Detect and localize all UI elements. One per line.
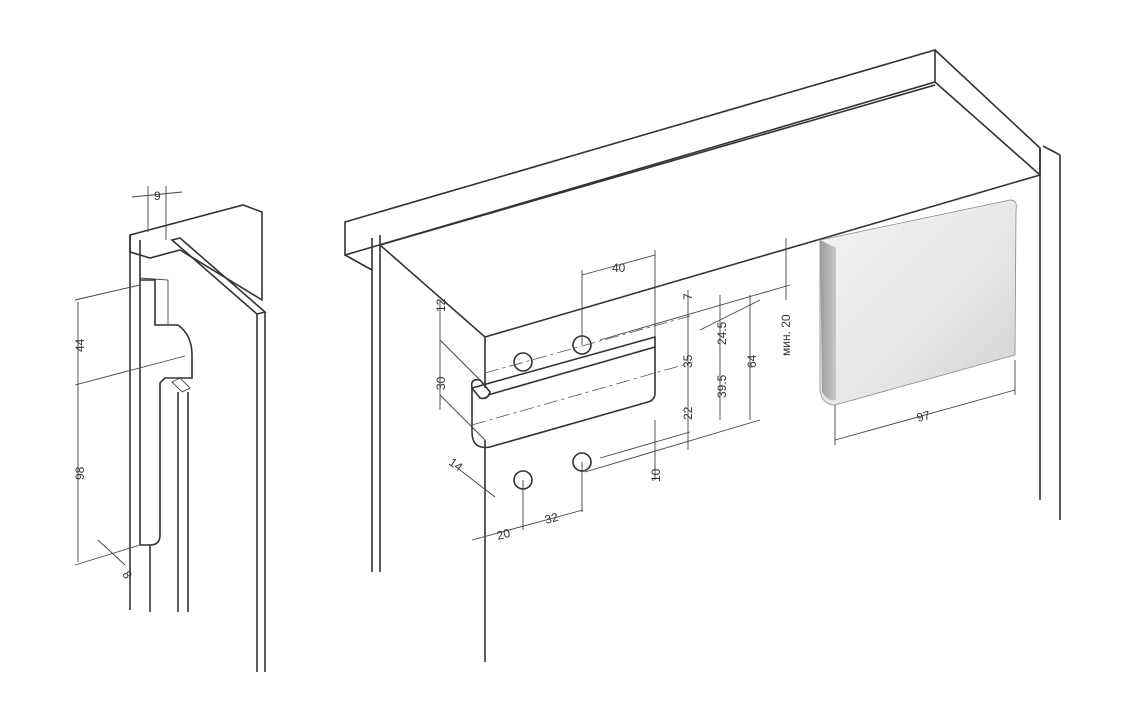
dim-35: 35: [681, 354, 695, 368]
side-section-view: [74, 186, 267, 672]
dim-9: 9: [154, 189, 161, 203]
dim-39-5: 39.5: [715, 374, 729, 398]
dim-24-5: 24.5: [715, 321, 729, 345]
dim-32: 32: [543, 510, 560, 527]
dim-40: 40: [612, 261, 626, 275]
dim-10: 10: [649, 468, 663, 482]
dim-30: 30: [434, 376, 448, 390]
dim-44: 44: [73, 338, 87, 352]
dim-20: 20: [495, 526, 512, 543]
dim-64: 64: [745, 354, 759, 368]
dim-12: 12: [434, 298, 448, 312]
dim-97: 97: [915, 408, 932, 425]
dim-7: 7: [681, 293, 695, 300]
cabinet-isometric-view: [344, 48, 1061, 662]
dim-8: 8: [119, 569, 135, 582]
dim-min-20: мин. 20: [779, 314, 793, 356]
dim-98: 98: [73, 466, 87, 480]
dim-14: 14: [446, 455, 465, 474]
handle-profile: [819, 199, 1017, 406]
dim-22: 22: [681, 406, 695, 420]
